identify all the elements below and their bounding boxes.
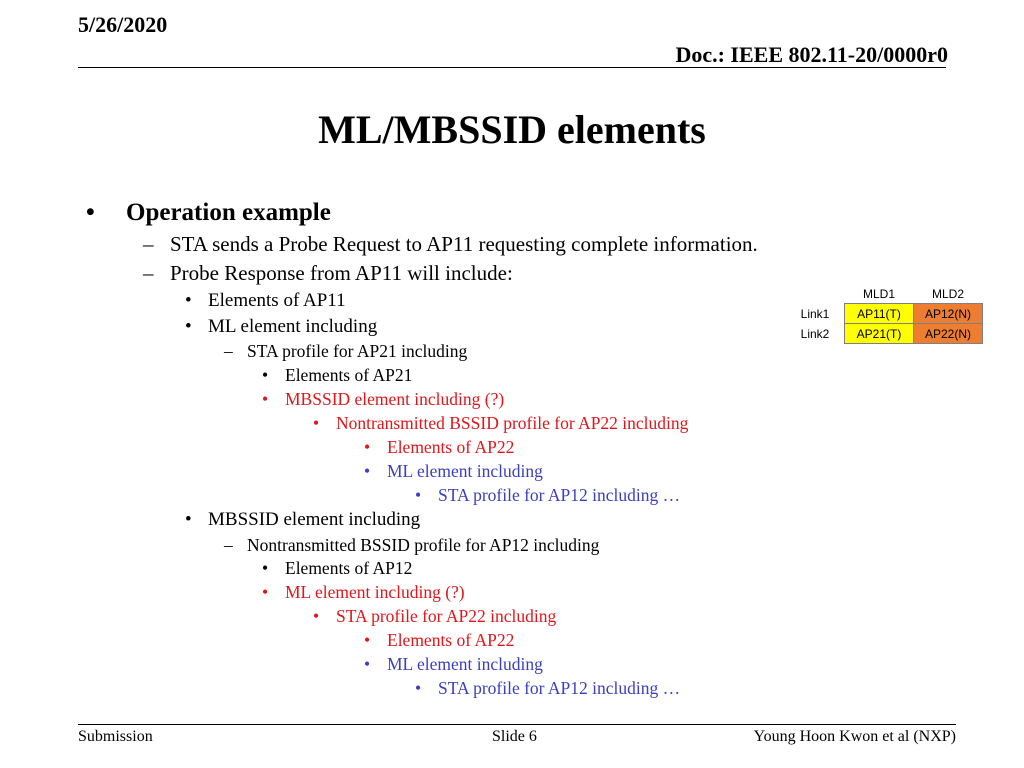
bullet-text: Operation example	[126, 199, 331, 226]
bullet-marker: •	[364, 461, 371, 481]
bullet-text: Probe Response from AP11 will include:	[170, 261, 513, 285]
bullet-marker: •	[364, 437, 371, 457]
bullet-text: Elements of AP11	[208, 290, 346, 311]
bullet-text: Elements of AP12	[285, 558, 413, 578]
table-cell: AP12(N)	[913, 303, 983, 324]
table-row: Link2 AP21(T) AP22(N)	[786, 323, 983, 344]
bullet-marker: –	[224, 535, 233, 555]
footer-submission: Submission	[78, 728, 153, 745]
table-col-header: MLD1	[862, 286, 895, 301]
footer-divider	[78, 724, 956, 725]
bullet-text: Nontransmitted BSSID profile for AP22 in…	[336, 413, 689, 433]
table-cell: AP21(T)	[844, 323, 914, 344]
bullet-text: ML element including (?)	[285, 582, 465, 602]
bullet-marker: –	[143, 261, 154, 285]
bullet-marker: •	[185, 316, 192, 337]
header-date: 5/26/2020	[78, 12, 168, 37]
bullet-text: MBSSID element including (?)	[285, 389, 505, 409]
bullet-marker: •	[262, 365, 269, 385]
bullet-marker: •	[86, 199, 95, 226]
table-col-header: MLD2	[931, 286, 964, 301]
bullet-marker: •	[185, 509, 192, 530]
bullet-marker: •	[313, 413, 320, 433]
bullet-text: Elements of AP22	[387, 630, 515, 650]
bullet-marker: •	[313, 606, 320, 626]
bullet-text: STA profile for AP21 including	[247, 341, 468, 361]
bullet-text: ML element including	[208, 316, 378, 337]
bullet-text: STA profile for AP22 including	[336, 606, 557, 626]
link-mld-table: MLD1 MLD2 Link1 AP11(T) AP12(N) Link2 AP…	[786, 284, 983, 344]
bullet-marker: •	[415, 678, 422, 698]
table-corner	[786, 284, 845, 304]
bullet-marker: •	[364, 654, 371, 674]
bullet-marker: •	[415, 485, 422, 505]
bullet-marker: •	[185, 290, 192, 311]
bullet-text: MBSSID element including	[208, 509, 421, 530]
bullet-marker: –	[143, 232, 154, 256]
header-doc-id: Doc.: IEEE 802.11-20/0000r0	[675, 42, 948, 67]
bullet-marker: –	[224, 341, 233, 361]
slide-title: ML/MBSSID elements	[318, 107, 706, 152]
table-row-header: Link2	[800, 326, 830, 341]
bullet-marker: •	[364, 630, 371, 650]
bullet-text: Nontransmitted BSSID profile for AP12 in…	[247, 535, 600, 555]
bullet-marker: •	[262, 558, 269, 578]
bullet-text: STA profile for AP12 including …	[438, 678, 681, 698]
table-cell: AP11(T)	[844, 303, 914, 324]
bullet-text: ML element including	[387, 461, 543, 481]
footer-slide-number: Slide 6	[492, 728, 537, 745]
bullet-marker: •	[262, 389, 269, 409]
bullet-marker: •	[262, 582, 269, 602]
table-cell: AP22(N)	[913, 323, 983, 344]
bullet-text: ML element including	[387, 654, 543, 674]
table-row: Link1 AP11(T) AP12(N)	[786, 303, 983, 324]
bullet-text: Elements of AP21	[285, 365, 413, 385]
bullet-text: STA profile for AP12 including …	[438, 485, 681, 505]
header-divider	[78, 67, 946, 68]
table-row-header: Link1	[800, 306, 830, 321]
footer-author: Young Hoon Kwon et al (NXP)	[753, 728, 956, 745]
bullet-text: Elements of AP22	[387, 437, 515, 457]
bullet-text: STA sends a Probe Request to AP11 reques…	[170, 232, 758, 256]
